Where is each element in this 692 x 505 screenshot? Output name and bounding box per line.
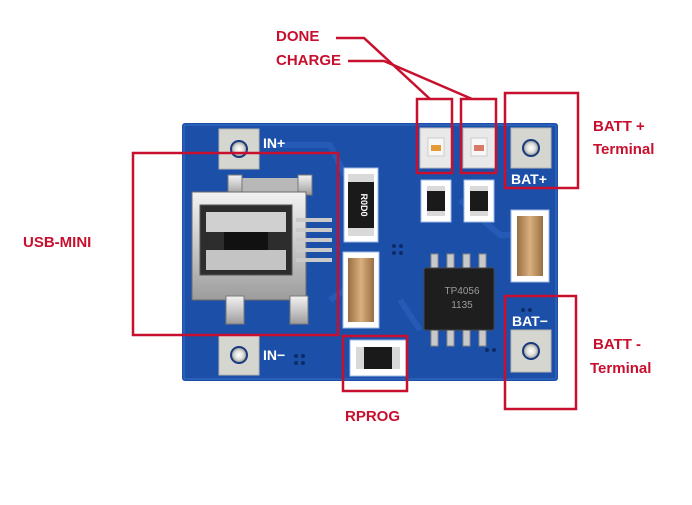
annotation-boxes <box>131 91 580 411</box>
box-batt-plus <box>503 91 580 190</box>
capacitor-c1 <box>342 251 380 329</box>
label-batt-minus-line1: BATT - <box>593 336 642 353</box>
label-batt-minus-line2: Terminal <box>590 360 652 377</box>
silk-in-plus: IN+ <box>263 135 285 151</box>
capacitor-c2 <box>510 209 550 283</box>
silk-in-minus: IN− <box>263 347 285 363</box>
label-usb-mini: USB-MINI <box>23 234 92 251</box>
label-rprog: RPROG <box>345 408 401 425</box>
resistor-r1: R0D0 <box>343 167 379 243</box>
label-done: DONE <box>276 28 320 45</box>
box-usb-mini <box>131 151 340 337</box>
leader-charge <box>348 59 473 101</box>
rprog-resistor <box>349 339 407 377</box>
label-batt-plus-line2: Terminal <box>593 141 655 158</box>
pcb-board-highlight <box>183 124 557 380</box>
resistor-r2 <box>420 179 452 223</box>
chip-marking-line1: TP4056 <box>444 286 479 297</box>
pad-bat-plus <box>510 127 552 169</box>
silk-bat-minus: BAT− <box>512 313 548 329</box>
box-batt-minus <box>503 294 578 411</box>
tp4056-chip: TP4056 1135 <box>423 253 495 347</box>
pad-in-minus <box>218 334 260 376</box>
box-led-done <box>415 97 454 175</box>
box-rprog <box>341 334 409 393</box>
pad-in-plus <box>218 128 260 170</box>
led-done <box>419 127 453 169</box>
resistor-r3 <box>463 179 495 223</box>
label-charge: CHARGE <box>276 52 342 69</box>
leader-lines <box>336 36 473 101</box>
silk-bat-plus: BAT+ <box>511 171 547 187</box>
box-led-charge <box>459 97 498 175</box>
resistor-marking: R0D0 <box>359 193 369 216</box>
label-batt-plus-line1: BATT + <box>593 118 645 135</box>
chip-marking-line2: 1135 <box>451 300 473 311</box>
led-charge <box>462 127 496 169</box>
pcb-vias <box>294 244 532 365</box>
leader-done <box>336 36 431 100</box>
pad-bat-minus <box>510 329 552 373</box>
usb-mini-connector <box>191 174 332 325</box>
